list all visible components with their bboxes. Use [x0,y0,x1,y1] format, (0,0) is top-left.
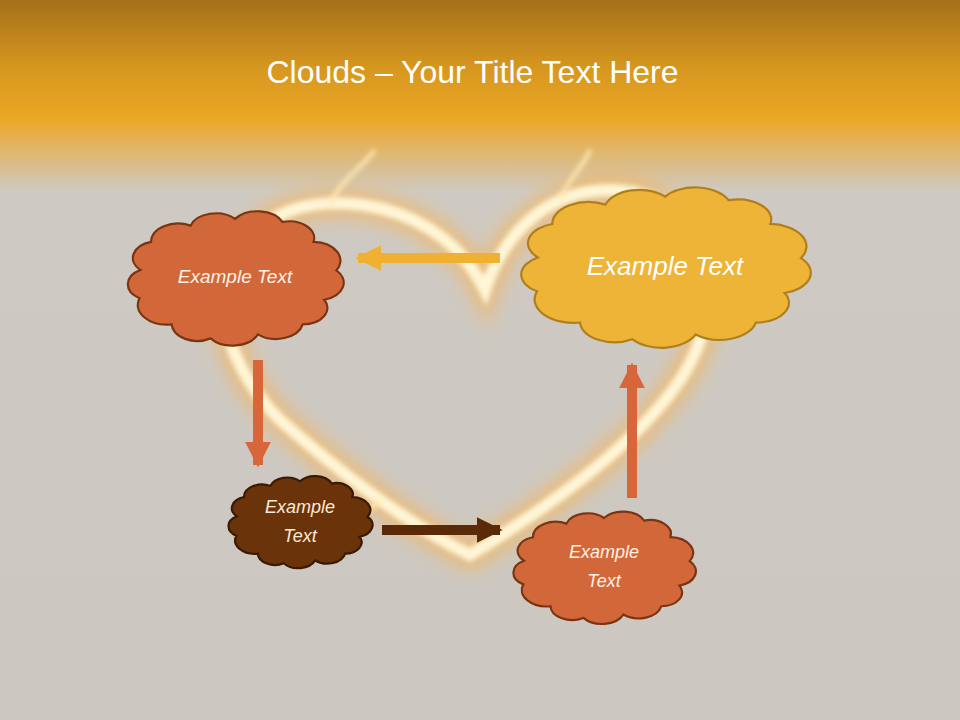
cloud-outline [513,512,696,624]
cloud-outline [128,211,344,345]
flow-arrow [627,365,637,498]
flow-arrow [382,525,500,535]
slide-title: Clouds – Your Title Text Here [0,54,945,91]
cloud-label: Example Text [178,265,292,290]
cloud-text-group: Example Text [554,538,654,596]
cloud-text-group: Example Text [255,493,345,551]
cloud-outline [521,187,811,347]
cloud-text-group: Example Text [178,265,292,290]
cloud-box: Example Text [500,498,708,636]
cloud-text-group: Example Text [587,250,744,284]
cloud-label: Example Text [587,250,744,284]
flow-arrow [253,360,263,465]
cloud-box: Example Text [218,465,382,578]
cloud-label: Example Text [554,538,654,596]
cloud-shape [500,498,708,636]
cloud-outline [229,476,373,568]
cloud-box: Example Text [500,168,830,365]
cloud-label: Example Text [255,493,345,551]
flow-arrow [358,253,500,263]
cloud-shape [218,465,382,578]
header-band [0,0,960,195]
cloud-box: Example Text [112,195,358,360]
